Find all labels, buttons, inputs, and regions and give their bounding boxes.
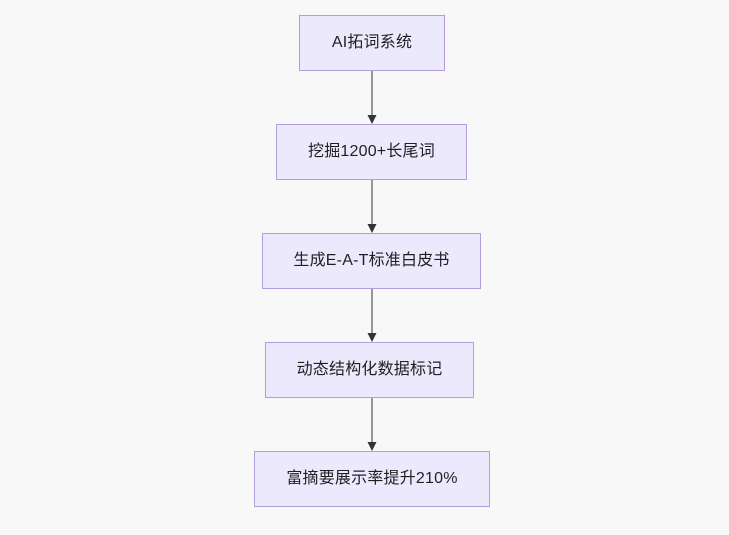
- flow-node-label: 挖掘1200+长尾词: [308, 143, 435, 161]
- arrowhead-icon: [367, 442, 377, 451]
- arrowhead-icon: [367, 224, 377, 233]
- flow-node-label: 动态结构化数据标记: [296, 361, 443, 379]
- arrowhead-icon: [367, 115, 377, 124]
- arrowhead-icon: [367, 333, 377, 342]
- flow-node-label: 生成E-A-T标准白皮书: [293, 252, 450, 270]
- flow-node-dynamic-structured-data-markup[interactable]: 动态结构化数据标记: [265, 342, 474, 398]
- flow-node-mine-longtail-keywords[interactable]: 挖掘1200+长尾词: [276, 124, 467, 180]
- flow-node-label: 富摘要展示率提升210%: [286, 470, 458, 488]
- flow-node-ai-keyword-system[interactable]: AI拓词系统: [299, 15, 445, 71]
- flow-node-generate-eat-whitepaper[interactable]: 生成E-A-T标准白皮书: [262, 233, 481, 289]
- flow-node-rich-snippet-impression-uplift[interactable]: 富摘要展示率提升210%: [254, 451, 490, 507]
- flow-node-label: AI拓词系统: [331, 34, 413, 52]
